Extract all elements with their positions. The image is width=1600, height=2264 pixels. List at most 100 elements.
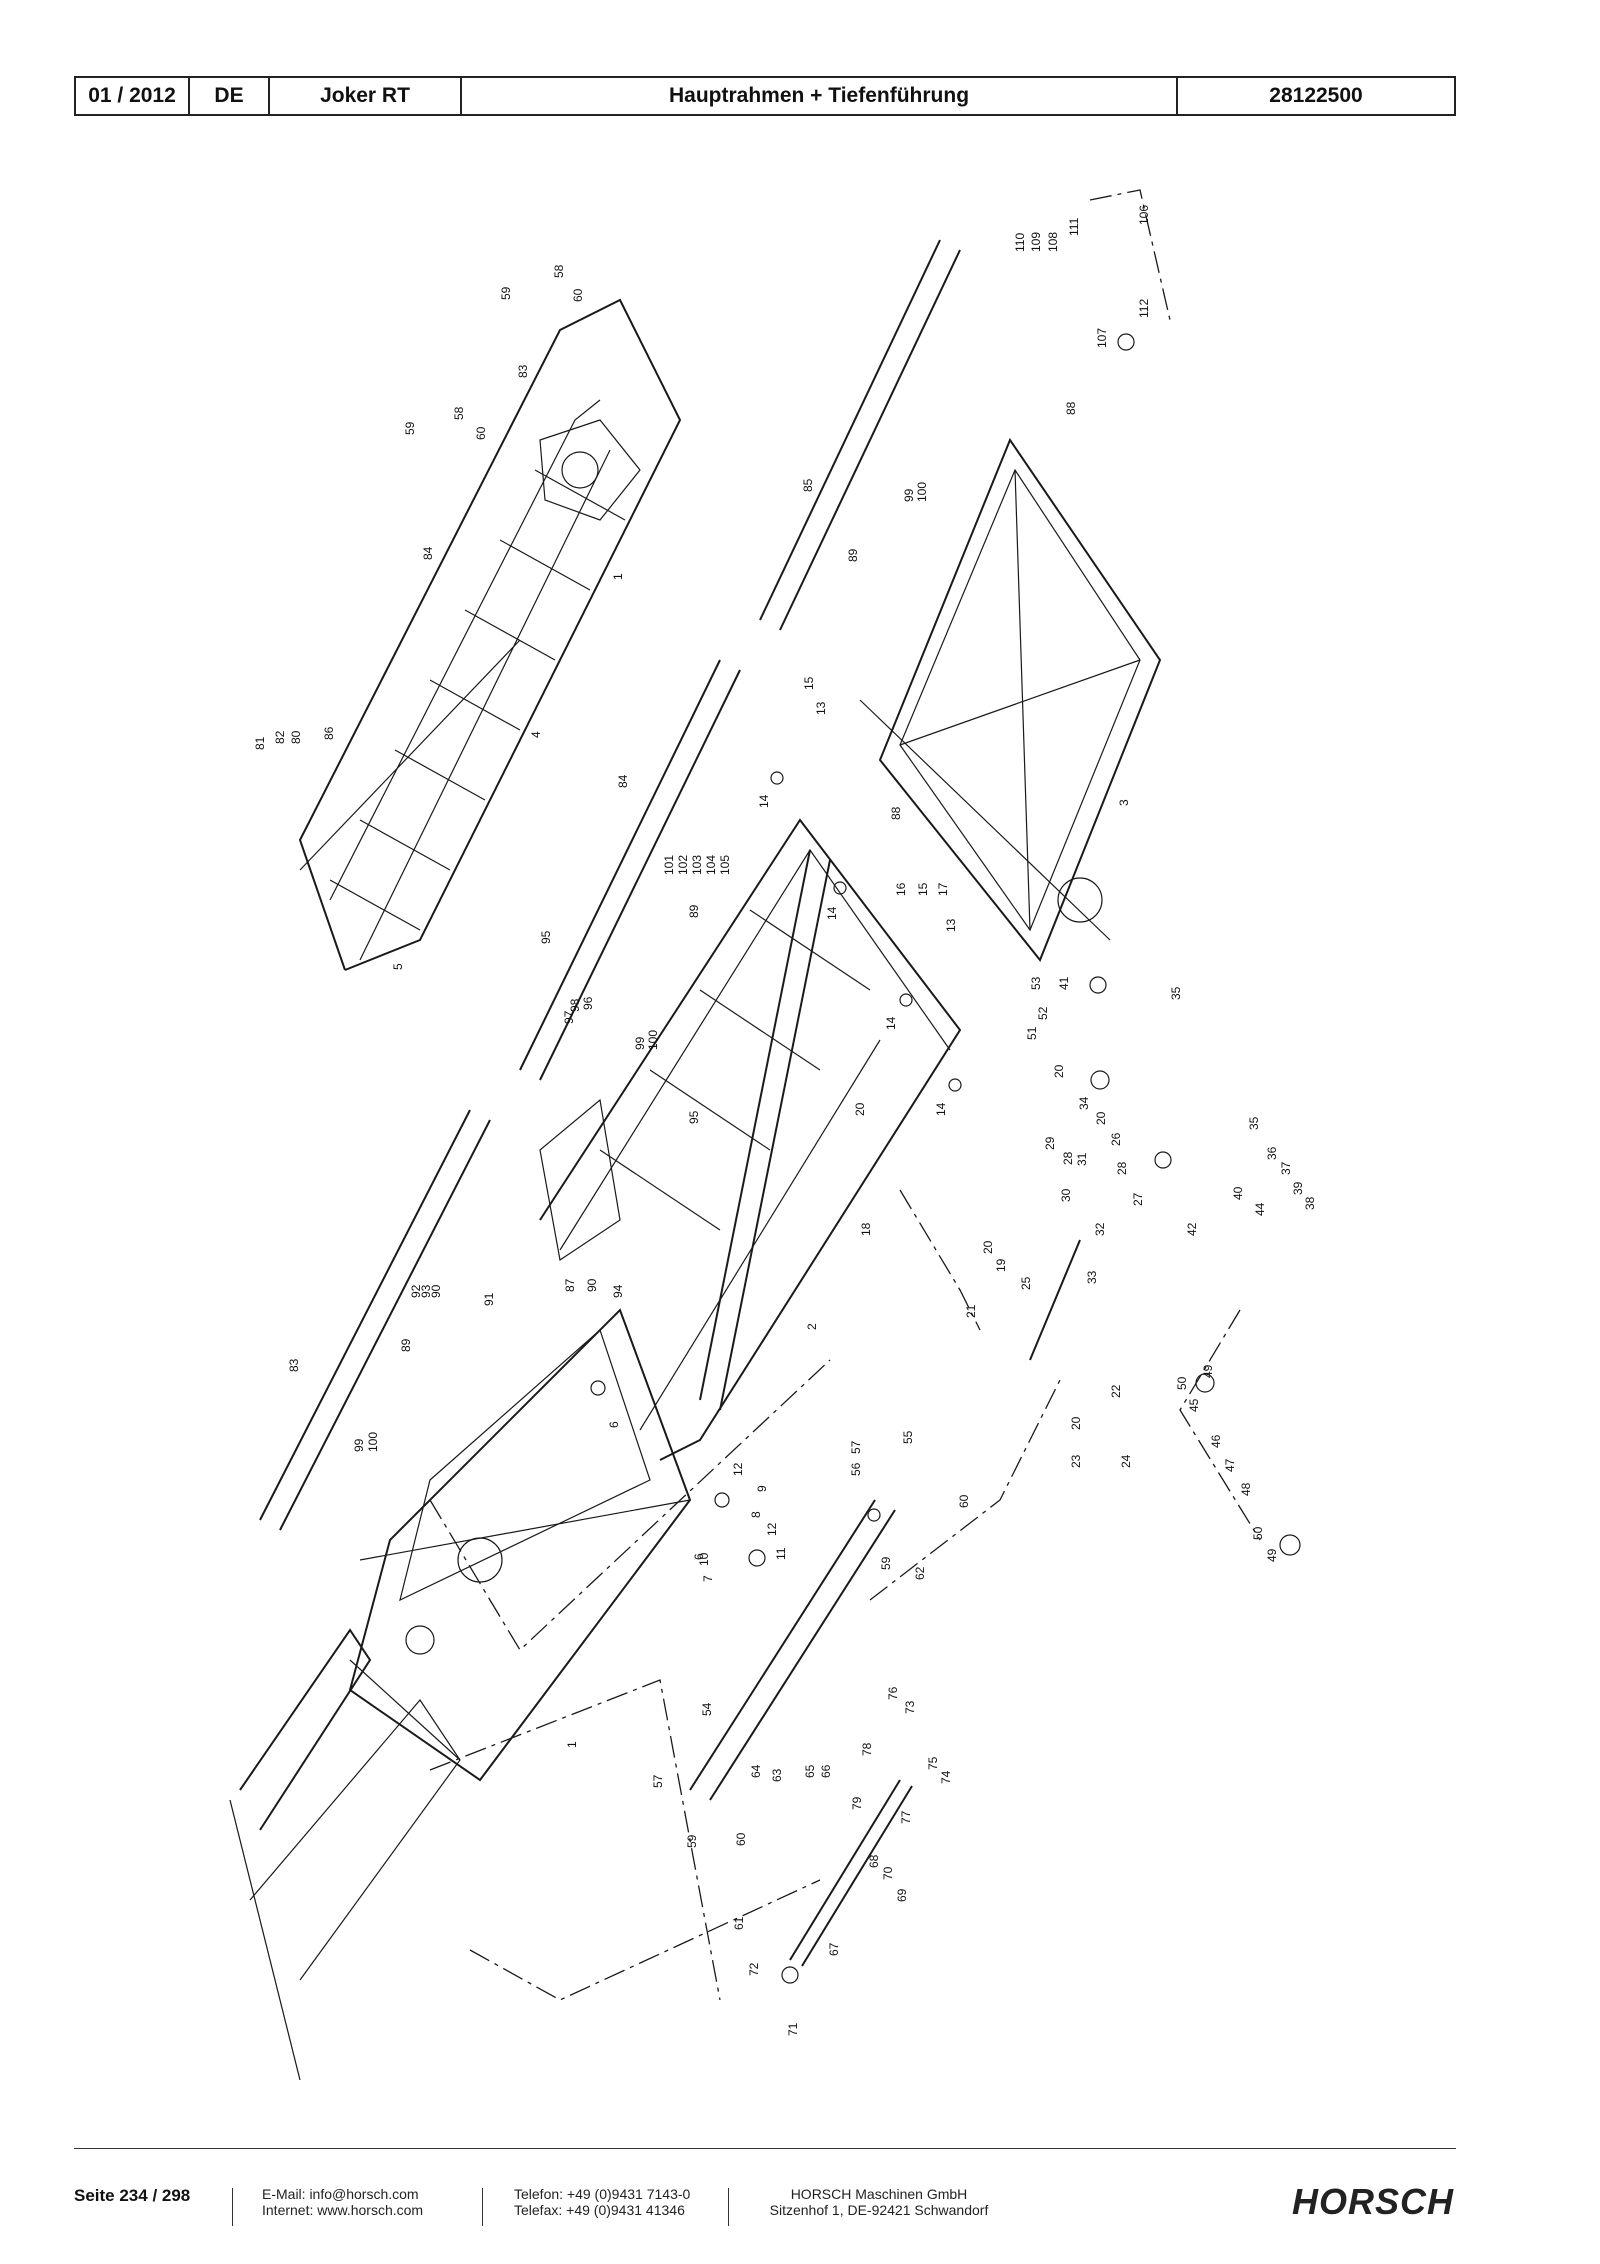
part-callout-83: 83 (516, 364, 530, 378)
part-callout-104: 104 (704, 855, 718, 875)
part-callout-87: 87 (563, 1278, 577, 1292)
part-callout-20: 20 (1052, 1064, 1066, 1078)
part-callout-15: 15 (916, 882, 930, 896)
part-callout-5: 5 (391, 963, 405, 970)
part-callout-28: 28 (1115, 1161, 1129, 1175)
part-callout-50: 50 (1251, 1526, 1265, 1540)
internet-text: Internet: www.horsch.com (262, 2202, 424, 2218)
header-date: 01 / 2012 (76, 78, 190, 114)
part-callout-64: 64 (749, 1764, 763, 1778)
header-language: DE (190, 78, 270, 114)
part-callout-19: 19 (994, 1258, 1008, 1272)
phone-text: Telefon: +49 (0)9431 7143-0 (514, 2186, 691, 2202)
part-callout-59: 59 (879, 1556, 893, 1570)
part-callout-20: 20 (1094, 1111, 1108, 1125)
part-callout-68: 68 (867, 1854, 881, 1868)
part-callout-78: 78 (860, 1742, 874, 1756)
footer-contact-phone: Telefon: +49 (0)9431 7143-0 Telefax: +49… (514, 2186, 690, 2218)
part-callout-76: 76 (886, 1686, 900, 1700)
part-callout-81: 81 (253, 736, 267, 750)
part-callout-37: 37 (1279, 1161, 1293, 1175)
part-callout-6: 6 (692, 1553, 706, 1560)
part-callout-30: 30 (1059, 1188, 1073, 1202)
part-callout-40: 40 (1231, 1186, 1245, 1200)
part-callout-69: 69 (895, 1888, 909, 1902)
part-callout-80: 80 (289, 730, 303, 744)
part-callout-20: 20 (853, 1102, 867, 1116)
part-callout-13: 13 (944, 918, 958, 932)
part-callout-1: 1 (565, 1741, 579, 1748)
part-callout-52: 52 (1036, 1006, 1050, 1020)
part-callout-66: 66 (819, 1764, 833, 1778)
part-callout-71: 71 (786, 2022, 800, 2036)
part-callout-18: 18 (859, 1222, 873, 1236)
part-callout-97: 97 (562, 1010, 576, 1024)
part-callout-29: 29 (1043, 1136, 1057, 1150)
part-callout-33: 33 (1085, 1270, 1099, 1284)
part-callout-72: 72 (747, 1962, 761, 1976)
part-callout-93: 93 (419, 1284, 433, 1298)
part-callout-14: 14 (884, 1016, 898, 1030)
part-callout-99: 99 (352, 1438, 366, 1452)
part-callout-95: 95 (539, 930, 553, 944)
page-footer: Seite 234 / 298 E-Mail: info@horsch.com … (0, 2148, 1600, 2226)
part-callout-60: 60 (734, 1832, 748, 1846)
part-callout-62: 62 (913, 1566, 927, 1580)
main-centre-frame (539, 818, 962, 1461)
part-callout-65: 65 (803, 1764, 817, 1778)
footer-separator (728, 2188, 729, 2226)
part-callout-79: 79 (850, 1796, 864, 1810)
part-callout-57: 57 (849, 1440, 863, 1454)
part-callout-59: 59 (403, 421, 417, 435)
part-callout-60: 60 (957, 1494, 971, 1508)
part-callout-60: 60 (474, 426, 488, 440)
page-number: Seite 234 / 298 (74, 2186, 191, 2205)
part-callout-7: 7 (701, 1575, 715, 1582)
part-callout-34: 34 (1077, 1096, 1091, 1110)
part-callout-31: 31 (1075, 1152, 1089, 1166)
part-callout-3: 3 (1117, 799, 1131, 806)
part-callout-58: 58 (452, 406, 466, 420)
part-callout-112: 112 (1137, 299, 1151, 318)
part-callout-74: 74 (939, 1770, 953, 1784)
part-callout-99: 99 (633, 1036, 647, 1050)
part-callout-92: 92 (409, 1284, 423, 1298)
part-callout-55: 55 (901, 1430, 915, 1444)
part-callout-10: 10 (697, 1552, 711, 1566)
email-text: E-Mail: info@horsch.com (262, 2186, 419, 2202)
part-callout-14: 14 (757, 794, 771, 808)
header-model: Joker RT (270, 78, 462, 114)
part-callout-96: 96 (581, 996, 595, 1010)
part-callout-109: 109 (1029, 232, 1043, 252)
part-callout-28: 28 (1061, 1151, 1075, 1165)
part-callout-88: 88 (1064, 401, 1078, 415)
part-callout-102: 102 (676, 855, 690, 875)
part-callout-14: 14 (825, 906, 839, 920)
part-callout-89: 89 (846, 548, 860, 562)
part-callout-56: 56 (849, 1462, 863, 1476)
part-callout-100: 100 (915, 482, 929, 502)
part-callout-100: 100 (646, 1030, 660, 1050)
part-callout-83: 83 (287, 1358, 301, 1372)
header-document-number: 28122500 (1269, 84, 1363, 107)
part-callout-25: 25 (1019, 1276, 1033, 1290)
part-callout-108: 108 (1046, 232, 1060, 252)
part-callout-21: 21 (964, 1304, 978, 1318)
part-callout-48: 48 (1239, 1482, 1253, 1496)
part-callout-17: 17 (936, 882, 950, 896)
part-callout-20: 20 (981, 1240, 995, 1254)
part-callout-75: 75 (926, 1756, 940, 1770)
header-title: Hauptrahmen + Tiefenführung (462, 78, 1178, 114)
part-callout-85: 85 (801, 478, 815, 492)
part-callout-91: 91 (482, 1292, 496, 1306)
part-callout-50: 50 (1175, 1376, 1189, 1390)
header-table: 01 / 2012 DE Joker RT Hauptrahmen + Tief… (74, 76, 1456, 116)
part-callout-35: 35 (1169, 986, 1183, 1000)
footer-divider (74, 2148, 1456, 2149)
footer-contact-email: E-Mail: info@horsch.com Internet: www.ho… (262, 2186, 423, 2218)
company-name: HORSCH Maschinen GmbH (790, 2186, 968, 2202)
footer-separator (232, 2188, 233, 2226)
part-callout-14: 14 (934, 1102, 948, 1116)
part-callout-13: 13 (814, 701, 828, 715)
